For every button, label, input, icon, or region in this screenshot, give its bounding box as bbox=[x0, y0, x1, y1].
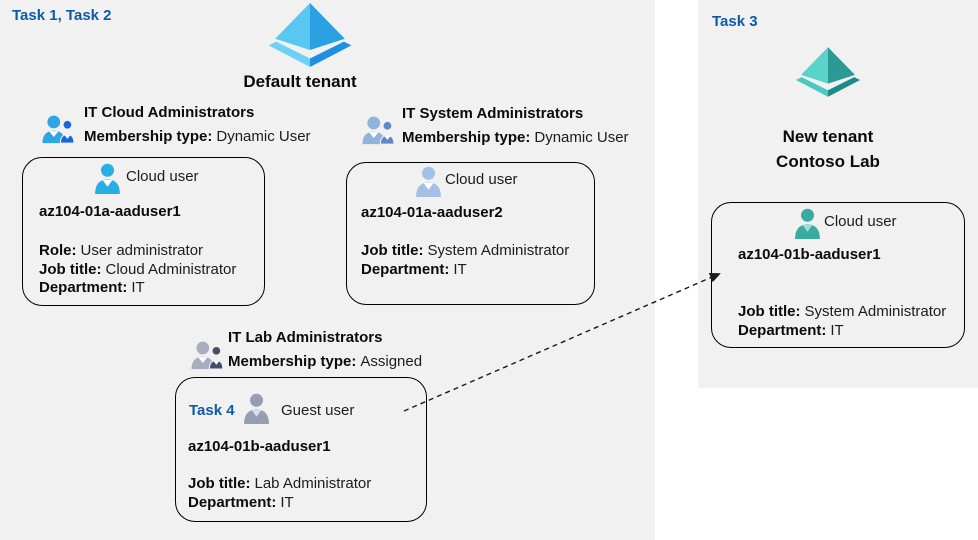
group-icon-person-small bbox=[62, 119, 73, 130]
user-type-label: Cloud user bbox=[445, 171, 518, 188]
group-membership-system-admins: Membership type:Dynamic User bbox=[402, 129, 629, 146]
user-name: az104-01b-aaduser1 bbox=[188, 438, 331, 455]
membership-type-label: Membership type: bbox=[402, 129, 531, 146]
membership-type-value: Assigned bbox=[360, 353, 423, 370]
group-icon-collar bbox=[198, 357, 208, 363]
group-title-cloud-admins: IT Cloud Administrators bbox=[84, 104, 255, 121]
person-body bbox=[795, 224, 820, 239]
person-body bbox=[416, 182, 441, 197]
group-membership-cloud-admins: Membership type:Dynamic User bbox=[84, 128, 311, 145]
default-tenant-region bbox=[0, 0, 655, 540]
person-body bbox=[95, 179, 120, 194]
detail-line: Job title:System Administrator bbox=[738, 303, 947, 320]
tenant-icon-face-right bbox=[828, 47, 855, 84]
task-1-2-label: Task 1, Task 2 bbox=[12, 7, 112, 24]
user-type-label: Cloud user bbox=[824, 213, 897, 230]
new-tenant-line2: Contoso Lab bbox=[776, 152, 880, 171]
azure-ad-tenant-icon bbox=[264, 3, 356, 67]
group-title-lab-admins: IT Lab Administrators bbox=[228, 329, 383, 346]
default-tenant-title: Default tenant bbox=[243, 72, 357, 91]
user-details: Job title:System Administrator Departmen… bbox=[738, 303, 946, 340]
person-head bbox=[249, 393, 264, 407]
person-collar bbox=[102, 179, 113, 187]
user-details: Role:User administrator Job title:Cloud … bbox=[39, 242, 236, 298]
user-details: Job title:Lab Administrator Department:I… bbox=[188, 475, 371, 512]
detail-line: Department:IT bbox=[361, 260, 467, 278]
user-name: az104-01b-aaduser1 bbox=[738, 246, 881, 263]
guest-user-icon bbox=[243, 393, 270, 425]
membership-type-value: Dynamic User bbox=[216, 128, 311, 145]
detail-line: Job title:System Administrator bbox=[361, 242, 570, 259]
user-type-label: Guest user bbox=[281, 402, 355, 419]
cloud-user-icon bbox=[94, 163, 121, 195]
tenant-icon-band-right bbox=[310, 41, 352, 67]
group-icon-collar bbox=[49, 131, 59, 138]
tenant-icon-band-left bbox=[268, 41, 310, 67]
task-3-label: Task 3 bbox=[712, 13, 758, 30]
membership-type-label: Membership type: bbox=[84, 128, 213, 145]
group-icon-person-small-body bbox=[59, 133, 74, 144]
user-card-aaduser1-new-tenant: Cloud user az104-01b-aaduser1 Job title:… bbox=[711, 202, 965, 348]
detail-line: Role:User administrator bbox=[39, 242, 204, 259]
tenant-icon-band-left bbox=[795, 77, 828, 97]
group-icon-person-small bbox=[382, 120, 393, 131]
detail-line: Department:IT bbox=[738, 321, 844, 339]
new-tenant-title: New tenant Contoso Lab bbox=[747, 124, 909, 174]
group-icon-collar bbox=[369, 132, 379, 139]
user-type-label: Cloud user bbox=[126, 168, 199, 185]
group-icon-system-admins bbox=[362, 115, 394, 146]
tenant-icon-face-left bbox=[275, 3, 310, 51]
detail-line: Job title:Lab Administrator bbox=[188, 475, 372, 492]
group-icon-person-small-body bbox=[208, 359, 223, 370]
group-icon-person-small bbox=[211, 345, 222, 356]
person-head bbox=[100, 163, 115, 177]
group-icon-person-big bbox=[196, 341, 210, 355]
guest-user-card-aaduser1: Task 4 Guest user az104-01b-aaduser1 Job… bbox=[175, 377, 427, 522]
membership-type-label: Membership type: bbox=[228, 353, 357, 370]
cloud-user-icon bbox=[794, 208, 821, 240]
person-body bbox=[244, 409, 269, 424]
group-icon-lab-admins bbox=[191, 341, 223, 370]
azure-ad-new-tenant-icon bbox=[793, 39, 863, 105]
tenant-icon-band-right bbox=[828, 77, 861, 97]
person-head bbox=[421, 166, 436, 180]
user-details: Job title:System Administrator Departmen… bbox=[361, 242, 569, 279]
user-card-aaduser2: Cloud user az104-01a-aaduser2 Job title:… bbox=[346, 162, 595, 305]
tenant-icon-face-right bbox=[310, 3, 345, 51]
tenant-icon-face-left bbox=[801, 47, 828, 84]
detail-line: Job title:Cloud Administrator bbox=[39, 260, 237, 278]
user-name: az104-01a-aaduser1 bbox=[39, 203, 181, 220]
group-icon-cloud-admins bbox=[42, 114, 74, 145]
user-card-aaduser1: Cloud user az104-01a-aaduser1 Role:User … bbox=[22, 157, 265, 306]
user-name: az104-01a-aaduser2 bbox=[361, 204, 503, 221]
group-icon-person-big bbox=[367, 116, 381, 130]
detail-line: Department:IT bbox=[188, 493, 294, 511]
person-collar bbox=[423, 182, 434, 190]
task-4-label: Task 4 bbox=[189, 402, 235, 419]
group-membership-lab-admins: Membership type:Assigned bbox=[228, 353, 422, 370]
cloud-user-icon bbox=[415, 166, 442, 198]
new-tenant-line1: New tenant bbox=[782, 127, 874, 146]
detail-line: Department:IT bbox=[39, 279, 145, 296]
person-collar bbox=[802, 224, 813, 232]
group-icon-collar-small bbox=[384, 136, 391, 140]
person-head bbox=[800, 208, 815, 222]
group-icon-person-small-body bbox=[379, 134, 394, 145]
group-title-system-admins: IT System Administrators bbox=[402, 105, 584, 122]
person-collar bbox=[251, 409, 262, 417]
group-icon-collar-small bbox=[213, 361, 220, 365]
group-icon-collar-small bbox=[64, 135, 71, 139]
group-icon-person-big bbox=[47, 115, 61, 129]
membership-type-value: Dynamic User bbox=[534, 129, 629, 146]
